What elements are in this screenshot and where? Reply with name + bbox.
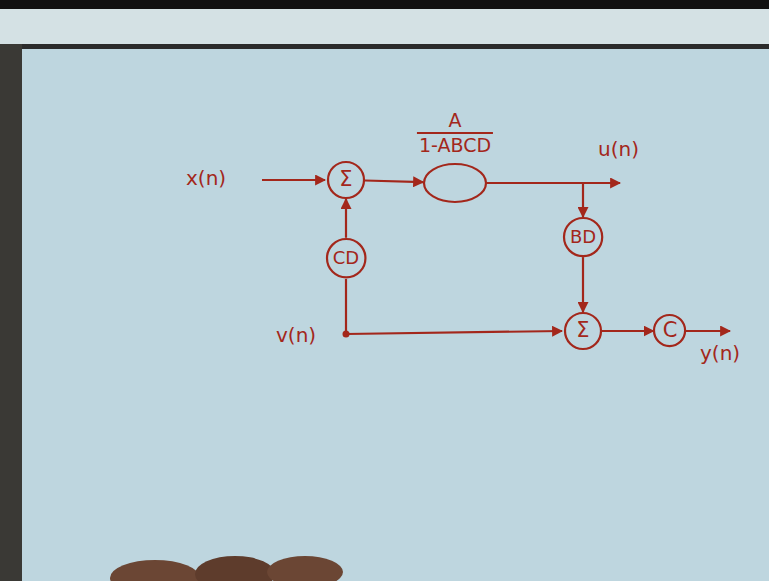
operator-text-box: Σ [339,168,352,191]
outline [654,315,685,346]
operator-symbol: Σ [576,319,589,342]
outline [424,164,486,202]
signal-name: y(n) [700,342,740,364]
board-frame [0,44,769,49]
outline [328,162,364,198]
upper-strip [0,9,769,45]
transfer-block: A1-ABCD [423,163,487,203]
hand [195,556,275,581]
hand [110,560,200,581]
top-band [0,0,769,9]
outline [327,239,365,277]
signal-arrow [487,183,583,217]
signal-name: x(n) [186,167,226,189]
operator-circle: BD [563,217,603,257]
operator-circle: CD [326,238,366,278]
operator-symbol: Σ [339,168,352,191]
signal-arrow [582,257,584,312]
operator-symbol: BD [570,227,596,247]
signal-arrow [602,330,653,332]
operator-symbol: CD [333,248,359,268]
outline [565,313,601,349]
signal-name: u(n) [598,138,639,160]
operator-circle: Σ [564,312,602,350]
feed-wire [345,279,347,334]
outline [564,218,602,256]
board-edge [0,44,22,581]
signal-name: v(n) [276,324,316,346]
operator-symbol: C [663,319,678,342]
hand [267,556,343,581]
board-surface [22,49,769,581]
operator-text-box: Σ [576,319,589,342]
numerator: A [417,109,493,134]
operator-text-box: BD [570,227,596,247]
block-ellipse [423,163,487,203]
output-wire [583,182,620,184]
denominator: 1-ABCD [417,134,493,157]
signal-arrow [365,181,423,183]
transfer-function: A1-ABCD [417,109,493,157]
feed-wire [346,331,562,334]
operator-circle: C [653,314,686,347]
signal-arrow [345,199,347,238]
output-wire [686,330,730,332]
operator-text-box: CD [333,248,359,268]
operator-text-box: C [663,319,678,342]
operator-circle: Σ [327,161,365,199]
input-wire [262,179,325,181]
